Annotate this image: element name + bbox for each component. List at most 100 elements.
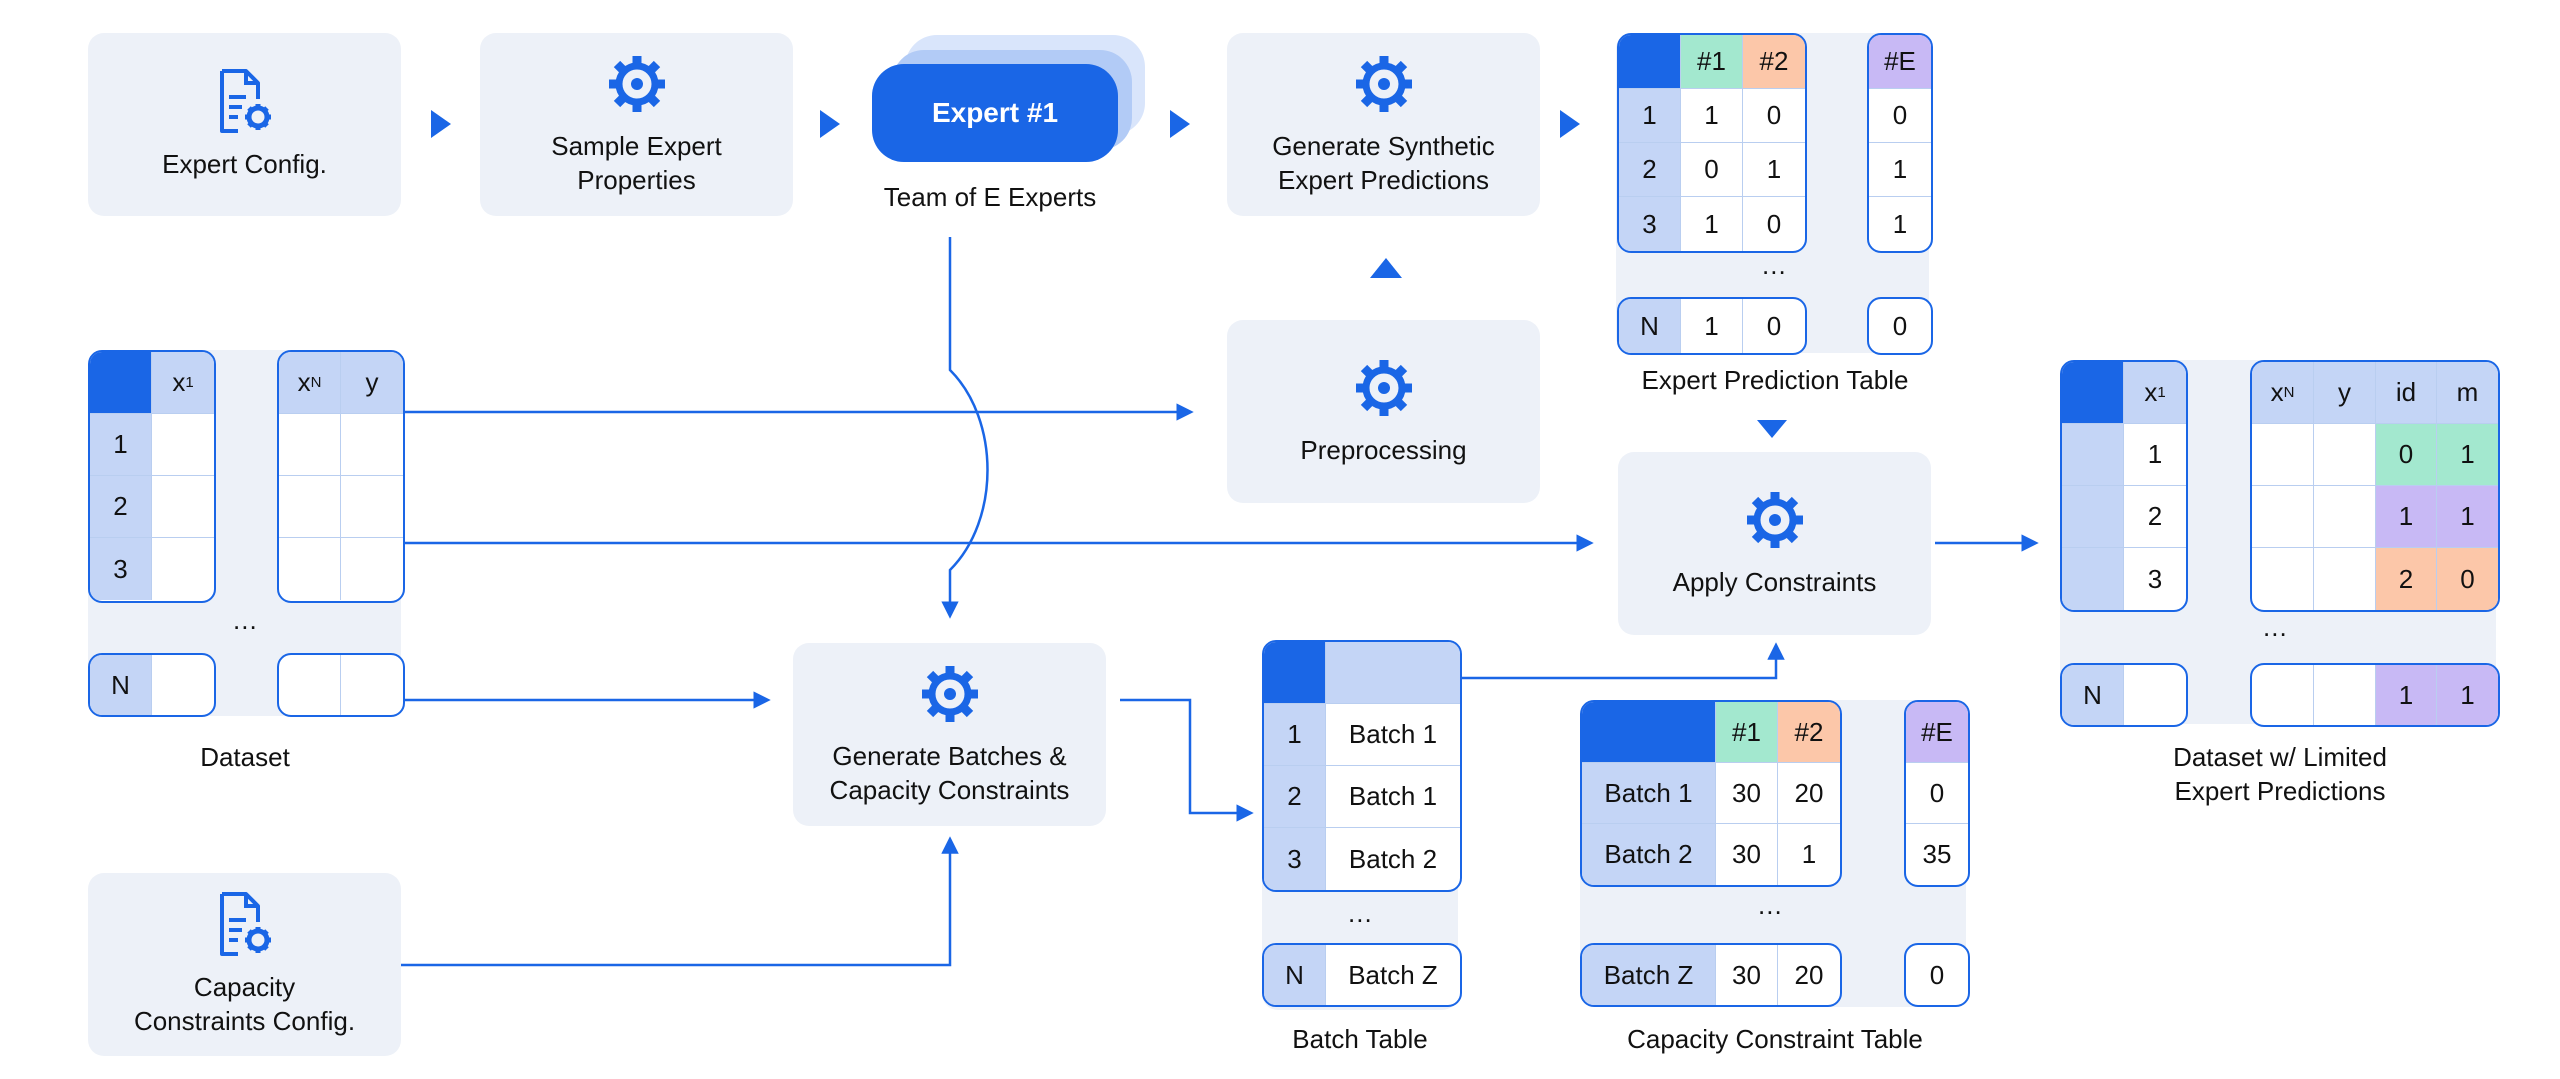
final-caption: Dataset w/ Limited Expert Predictions — [2100, 740, 2460, 808]
arrow-table-to-apply — [1757, 420, 1787, 438]
capacity-table-batch: Batch 2 — [1582, 824, 1716, 885]
final-header-m: m — [2437, 362, 2498, 424]
final-row-id: 1 — [2124, 424, 2186, 486]
batch-table-row-id: 3 — [1264, 828, 1326, 890]
gear-icon — [1355, 359, 1412, 416]
expert-table-row-id: 3 — [1619, 197, 1681, 251]
final-row-id: N — [2062, 665, 2124, 725]
capacity-table-cell: 0 — [1929, 959, 1945, 990]
dataset-cell — [341, 414, 403, 476]
final-cell — [2252, 548, 2314, 610]
expert-table-header-1: #1 — [1681, 35, 1743, 89]
expert-table-row-id: N — [1619, 299, 1681, 353]
flow-triangles — [431, 110, 1787, 438]
dataset-cell — [341, 476, 403, 538]
batch-table-ellipsis: ... — [1348, 898, 1373, 928]
expert-table-cell: 1 — [1681, 197, 1743, 251]
expert-table-e-column: #E 0 1 1 — [1867, 33, 1933, 253]
expert-table-cell: 0 — [1766, 310, 1782, 341]
batch-table-row-id: N — [1264, 945, 1326, 1005]
capacity-table-last-e: 0 — [1904, 943, 1970, 1007]
expert-table-last-e: 0 — [1867, 297, 1933, 355]
batch-table-row-id: 2 — [1264, 766, 1326, 828]
capacity-table-cell: 30 — [1716, 945, 1778, 1005]
preprocessing-label: Preprocessing — [1300, 434, 1467, 465]
batch-table-row-id: 1 — [1264, 704, 1326, 766]
final-row-id: 2 — [2124, 486, 2186, 548]
final-header-id: id — [2376, 362, 2437, 424]
batch-table-caption: Batch Table — [1292, 1024, 1428, 1054]
arrow-config-to-sample — [431, 110, 451, 138]
expert-table-header-e: #E — [1869, 35, 1931, 89]
capacity-table-cell: 30 — [1716, 763, 1778, 824]
expert-config-card[interactable]: Expert Config. — [88, 33, 401, 216]
dataset-cell — [279, 414, 341, 476]
expert-table-row-id: 1 — [1619, 89, 1681, 143]
arrow-generate-to-table — [1560, 110, 1580, 138]
batch-table-corner — [1264, 642, 1326, 704]
gear-icon — [1746, 491, 1803, 548]
final-header-y: y — [2314, 362, 2376, 424]
dataset-cell — [279, 476, 341, 538]
expert-badge[interactable]: Expert #1 — [872, 64, 1118, 162]
final-row-id — [2062, 548, 2124, 610]
dataset-cell — [152, 476, 214, 538]
expert-table-cell: 1 — [1892, 208, 1908, 239]
dataset-row-id: N — [90, 655, 152, 715]
generate-batches-card[interactable]: Generate Batches & Capacity Constraints — [793, 643, 1106, 826]
dataset-cell — [279, 655, 341, 715]
capacity-table-cell: 35 — [1922, 839, 1952, 869]
final-cell — [2252, 665, 2314, 725]
generate-synthetic-line1: Generate Synthetic — [1272, 130, 1495, 161]
generate-synthetic-card[interactable]: Generate Synthetic Expert Predictions — [1227, 33, 1540, 216]
final-cell — [2314, 424, 2376, 486]
expert-table-cell: 0 — [1681, 143, 1743, 197]
apply-constraints-card[interactable]: Apply Constraints — [1618, 452, 1931, 635]
final-cell — [2314, 548, 2376, 610]
capacity-config-line2: Constraints Config. — [133, 1005, 356, 1036]
final-cell-m: 1 — [2437, 486, 2498, 548]
dataset-ellipsis: ... — [233, 605, 258, 635]
capacity-table-batch: Batch 1 — [1582, 763, 1716, 824]
final-cell-m: 0 — [2437, 548, 2498, 610]
wire-batchtable-to-apply — [1461, 642, 1785, 680]
final-left-last: N — [2060, 663, 2188, 727]
final-cell-id: 1 — [2376, 665, 2437, 725]
generate-batches-line2: Capacity Constraints — [829, 774, 1070, 805]
final-corner — [2062, 362, 2124, 424]
arrow-pre-to-generate — [1370, 258, 1402, 278]
wire-team-to-batches — [941, 237, 989, 619]
capacity-table-header-1: #1 — [1716, 702, 1778, 763]
final-cell-m: 1 — [2437, 424, 2498, 486]
batch-table-cell: Batch 2 — [1348, 843, 1438, 874]
preprocessing-card[interactable]: Preprocessing — [1227, 320, 1540, 503]
capacity-table-corner — [1582, 702, 1716, 763]
dataset-row-id: 3 — [90, 538, 152, 600]
generate-synthetic-line2: Expert Predictions — [1278, 164, 1489, 195]
expert-table-main: #1 #2 1 1 0 2 0 1 3 1 0 — [1617, 33, 1807, 253]
generate-batches-line1: Generate Batches & — [832, 740, 1067, 771]
sample-expert-properties-card[interactable]: Sample Expert Properties — [480, 33, 793, 216]
final-right-last: 1 1 — [2250, 663, 2500, 727]
capacity-table-cell: 20 — [1778, 763, 1840, 824]
dataset-right-last — [277, 653, 405, 717]
wire-batches-to-batchtable — [1120, 698, 1254, 822]
dataset-corner — [90, 352, 152, 414]
capacity-table-e-column: #E 0 35 — [1904, 700, 1970, 887]
final-ellipsis: ... — [2263, 612, 2288, 642]
dataset-cell — [341, 538, 403, 600]
apply-constraints-label: Apply Constraints — [1672, 566, 1877, 597]
final-cell-id: 2 — [2376, 548, 2437, 610]
final-cell — [2314, 486, 2376, 548]
final-cell-id: 0 — [2376, 424, 2437, 486]
capacity-config-card[interactable]: Capacity Constraints Config. — [88, 873, 401, 1056]
final-row-id — [2062, 486, 2124, 548]
expert-table-caption: Expert Prediction Table — [1641, 365, 1909, 395]
arrow-sample-to-team — [820, 110, 840, 138]
